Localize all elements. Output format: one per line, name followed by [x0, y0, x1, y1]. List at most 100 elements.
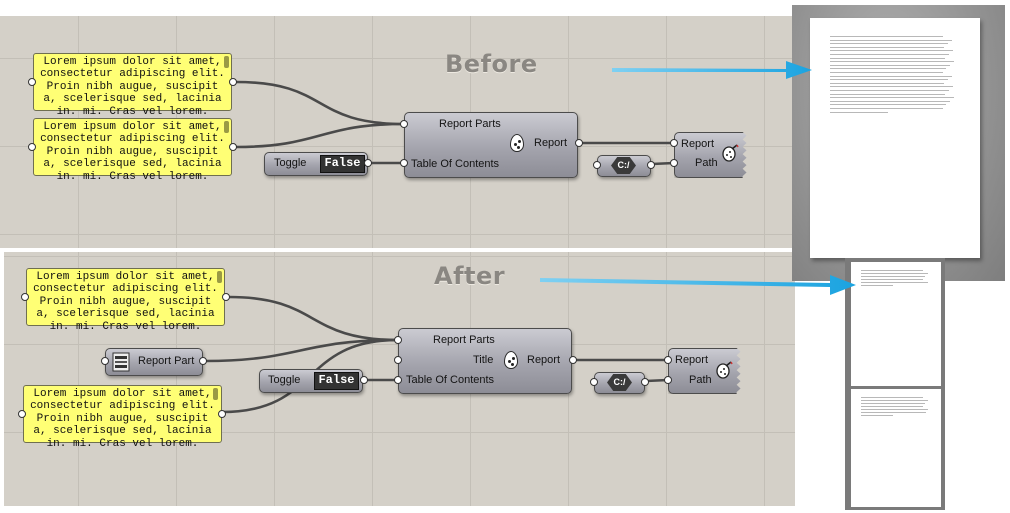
- input-table-of-contents: Table Of Contents: [411, 158, 500, 170]
- report-part-icon: [112, 352, 130, 372]
- panel-grip[interactable]: [224, 121, 229, 133]
- toggle-label: Toggle: [268, 374, 301, 386]
- panel-output-port[interactable]: [229, 78, 237, 86]
- text-line: [830, 50, 953, 52]
- pdf-writer-component[interactable]: Report Path: [674, 132, 747, 178]
- report-part-output-port[interactable]: [199, 357, 207, 365]
- input-report-parts: Report Parts: [439, 118, 501, 130]
- text-line: [830, 97, 955, 99]
- panel-output-port[interactable]: [222, 293, 230, 301]
- text-line: [861, 409, 929, 410]
- panel-grip[interactable]: [213, 388, 218, 400]
- text-line: [830, 100, 951, 102]
- path-param[interactable]: C:/: [597, 155, 651, 177]
- text-line: [830, 86, 953, 88]
- text-line: [830, 93, 946, 95]
- input-path: Path: [689, 374, 712, 386]
- text-line: [830, 75, 952, 77]
- port-report-parts[interactable]: [400, 120, 408, 128]
- before-title: Before: [445, 50, 538, 78]
- panel-input-port[interactable]: [21, 293, 29, 301]
- panel-input-port[interactable]: [28, 143, 36, 151]
- text-line: [830, 104, 947, 106]
- panel-output-port[interactable]: [218, 410, 226, 418]
- port-writer-path[interactable]: [670, 159, 678, 167]
- pdf-writer-icon: [722, 144, 739, 162]
- report-page-before: [810, 18, 980, 258]
- report-component[interactable]: Report Parts Title Table Of Contents Rep…: [398, 328, 572, 394]
- input-title: Title: [473, 354, 494, 366]
- text-line: [861, 279, 924, 280]
- panel-input-port[interactable]: [28, 78, 36, 86]
- text-panel-3[interactable]: Lorem ipsum dolor sit amet, consectetur …: [26, 268, 225, 333]
- port-writer-path[interactable]: [664, 376, 672, 384]
- panel-input-port[interactable]: [18, 410, 26, 418]
- pdf-writer-icon: [716, 361, 733, 379]
- toggle-output-port[interactable]: [360, 376, 368, 384]
- output-report: Report: [534, 137, 568, 149]
- report-part-input-port[interactable]: [101, 357, 109, 365]
- input-path: Path: [695, 157, 718, 169]
- text-line: [861, 285, 893, 286]
- panel-grip[interactable]: [217, 271, 222, 283]
- toggle-label: Toggle: [274, 157, 307, 169]
- port-report-out[interactable]: [569, 356, 577, 364]
- text-line: [830, 72, 943, 73]
- text-line: [830, 36, 943, 37]
- toggle-output-port[interactable]: [364, 159, 372, 167]
- input-table-of-contents: Table Of Contents: [406, 374, 495, 386]
- toggle-component[interactable]: Toggle False: [259, 369, 363, 393]
- path-param-value: C:/: [607, 374, 632, 391]
- text-panel-1[interactable]: Lorem ipsum dolor sit amet, consectetur …: [33, 53, 232, 118]
- after-title: After: [434, 262, 506, 290]
- text-line: [861, 415, 893, 416]
- port-title[interactable]: [394, 356, 402, 364]
- output-report: Report: [527, 354, 561, 366]
- report-page-2-after: [851, 389, 941, 507]
- text-line: [830, 39, 952, 41]
- text-line: [861, 406, 924, 407]
- text-line: [830, 64, 951, 66]
- text-line: [830, 46, 944, 48]
- text-line: [861, 403, 926, 404]
- port-writer-report[interactable]: [664, 356, 672, 364]
- text-line: [830, 82, 944, 84]
- input-report: Report: [675, 354, 709, 366]
- path-param-output-port[interactable]: [641, 378, 649, 386]
- port-report-parts[interactable]: [394, 336, 402, 344]
- text-line: [830, 57, 946, 59]
- text-panel-2[interactable]: Lorem ipsum dolor sit amet, consectetur …: [33, 118, 232, 183]
- text-line: [830, 54, 950, 55]
- input-report: Report: [681, 138, 715, 150]
- text-line: [830, 90, 950, 91]
- egg-icon: [510, 134, 524, 152]
- text-line: [861, 276, 926, 277]
- canvas-after[interactable]: [4, 252, 795, 506]
- path-param-output-port[interactable]: [647, 161, 655, 169]
- toggle-value[interactable]: False: [314, 372, 359, 390]
- report-page-1-after: [851, 262, 941, 386]
- port-table-of-contents[interactable]: [394, 376, 402, 384]
- path-param-input-port[interactable]: [590, 378, 598, 386]
- text-line: [830, 108, 943, 109]
- port-writer-report[interactable]: [670, 139, 678, 147]
- text-line: [830, 61, 955, 63]
- text-line: [861, 397, 923, 398]
- panel-output-port[interactable]: [229, 143, 237, 151]
- report-part-component[interactable]: Report Part: [105, 348, 203, 376]
- text-line: [830, 111, 888, 113]
- toggle-component[interactable]: Toggle False: [264, 152, 368, 176]
- report-component[interactable]: Report Parts Table Of Contents Report: [404, 112, 578, 178]
- text-line: [830, 79, 948, 81]
- text-line: [861, 282, 929, 283]
- text-line: [830, 68, 947, 70]
- port-table-of-contents[interactable]: [400, 159, 408, 167]
- path-param-input-port[interactable]: [593, 161, 601, 169]
- report-part-label: Report Part: [138, 355, 195, 367]
- egg-icon: [504, 351, 518, 369]
- port-report-out[interactable]: [575, 139, 583, 147]
- panel-grip[interactable]: [224, 56, 229, 68]
- text-panel-4[interactable]: Lorem ipsum dolor sit amet, consectetur …: [23, 385, 222, 450]
- text-line: [861, 270, 923, 271]
